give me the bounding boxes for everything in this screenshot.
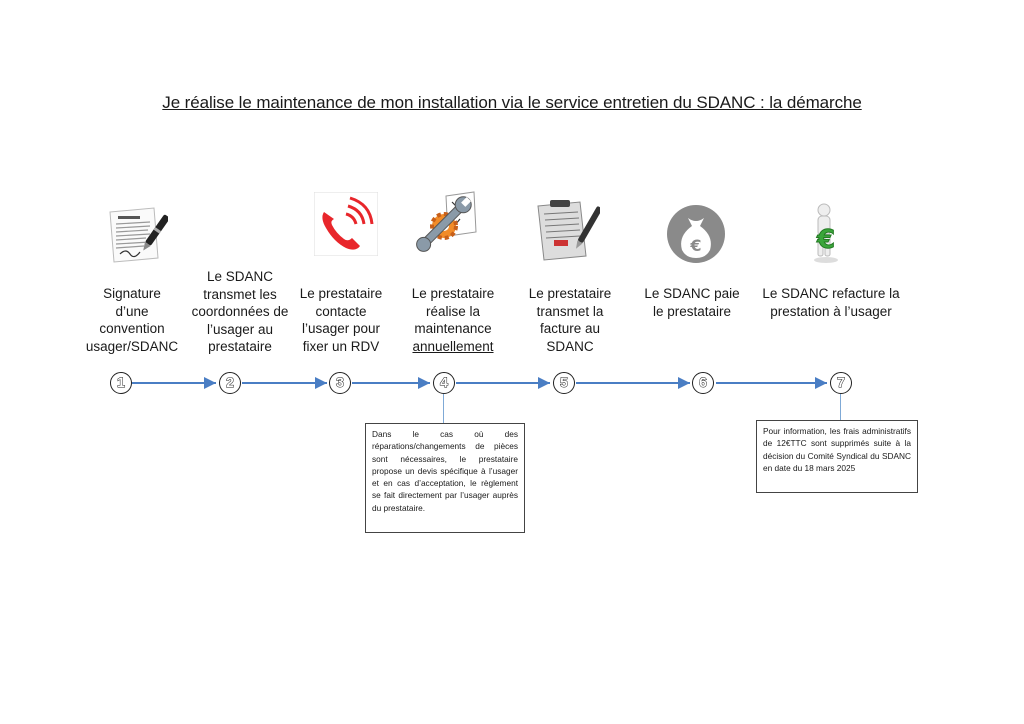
step-4-number: 4 xyxy=(433,372,455,394)
step-2-number: 2 xyxy=(219,372,241,394)
step-3-number: 3 xyxy=(329,372,351,394)
step-1-number: 1 xyxy=(110,372,132,394)
step-4-note: Dans le cas où des réparations/changemen… xyxy=(365,423,525,533)
step-6-number: 6 xyxy=(692,372,714,394)
step-5-number: 5 xyxy=(553,372,575,394)
step-7-number: 7 xyxy=(830,372,852,394)
step-4-note-connector xyxy=(443,394,444,424)
step-7-note-connector xyxy=(840,394,841,420)
step-7-note: Pour information, les frais administrati… xyxy=(756,420,918,493)
